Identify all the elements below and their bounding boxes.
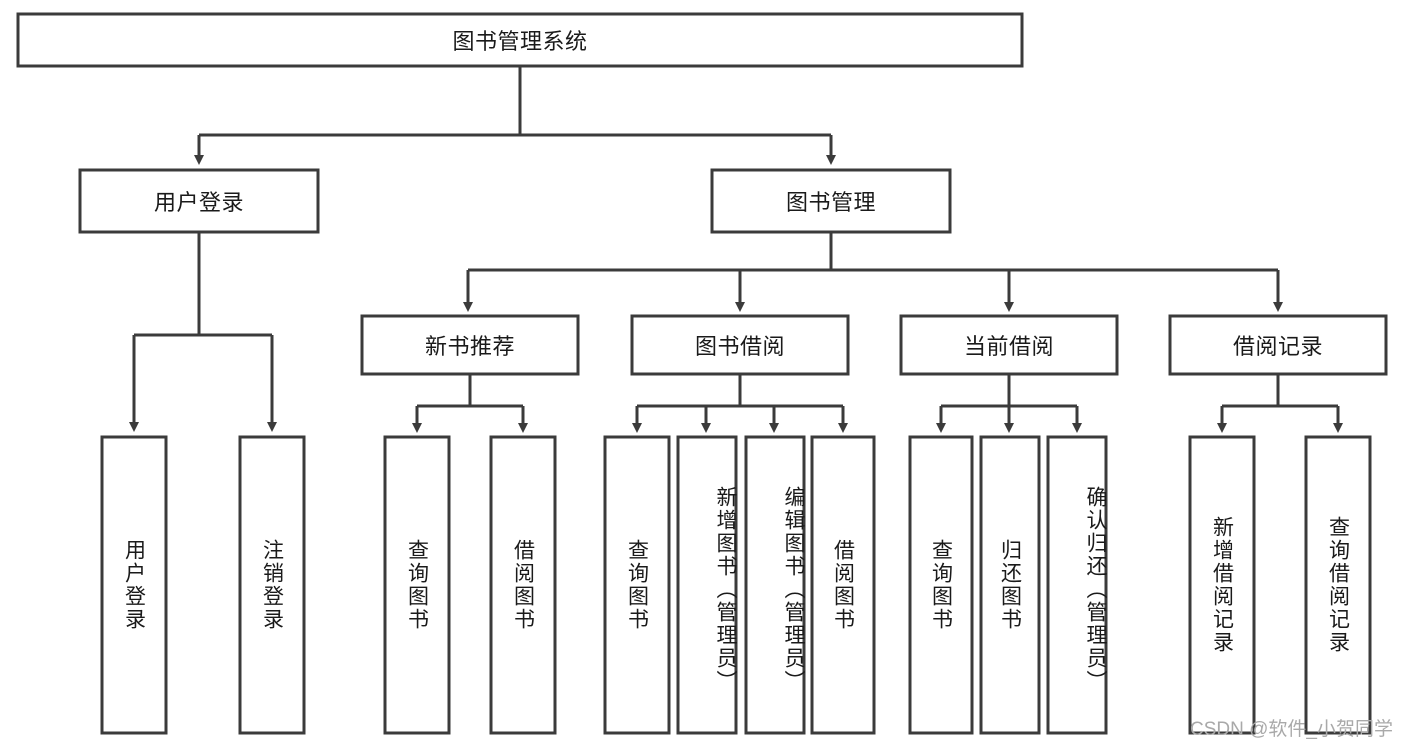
leaf-rec-query-book[interactable] (383, 435, 451, 735)
leaf-bb-query-book[interactable] (603, 435, 671, 735)
leaf-rec-borrow-book[interactable] (489, 435, 557, 735)
leaf-bb-add-book[interactable] (676, 435, 738, 735)
node-user-login[interactable] (78, 168, 320, 234)
node-current-borrow[interactable] (899, 314, 1119, 376)
connector-root-to-level2 (194, 66, 836, 165)
connector-book-manage-to-level3 (463, 233, 1283, 312)
leaf-cb-query-book[interactable] (908, 435, 974, 735)
leaf-br-add-record[interactable] (1188, 435, 1256, 735)
leaf-user-login[interactable] (100, 435, 168, 735)
connector-borrow-record-to-leaves (1217, 374, 1343, 433)
leaf-bb-edit-book[interactable] (744, 435, 806, 735)
connector-user-login-to-leaves (129, 233, 277, 432)
connector-current-borrow-to-leaves (936, 374, 1082, 433)
leaf-cb-confirm-return[interactable] (1046, 435, 1108, 735)
leaf-bb-borrow-book[interactable] (810, 435, 876, 735)
leaf-br-query-record[interactable] (1304, 435, 1372, 735)
connector-book-borrow-to-leaves (632, 374, 848, 433)
node-new-book-recommend[interactable] (360, 314, 580, 376)
leaf-logout[interactable] (238, 435, 306, 735)
node-root[interactable] (16, 12, 1024, 68)
leaf-cb-return-book[interactable] (979, 435, 1041, 735)
node-book-borrow[interactable] (630, 314, 850, 376)
connector-new-book-rec-to-leaves (412, 374, 528, 433)
node-borrow-record[interactable] (1168, 314, 1388, 376)
node-book-manage[interactable] (710, 168, 952, 234)
